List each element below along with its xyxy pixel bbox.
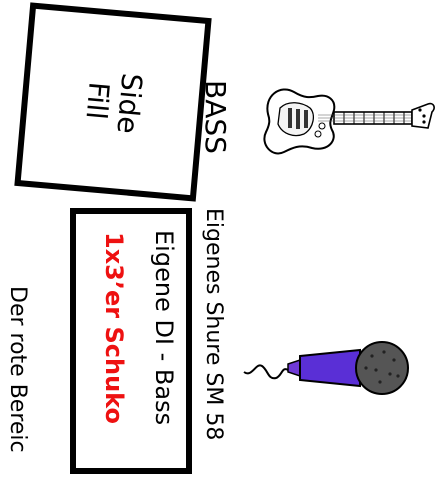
side-fill-line1: Side	[110, 72, 147, 135]
di-label: Eigene DI - Bass	[150, 230, 178, 425]
microphone-icon	[242, 320, 412, 400]
power-outlet-label: 1x3’er Schuko	[100, 232, 128, 424]
electric-guitar-icon	[258, 78, 438, 158]
side-fill-line2: Fill	[78, 69, 115, 132]
side-fill-box: Side Fill	[14, 2, 211, 201]
side-fill-label: Side Fill	[78, 69, 147, 135]
bass-label: BASS	[199, 80, 232, 154]
shure-label: Eigenes Shure SM 58	[201, 208, 226, 440]
note-text: Der rote Bereic	[5, 286, 30, 453]
